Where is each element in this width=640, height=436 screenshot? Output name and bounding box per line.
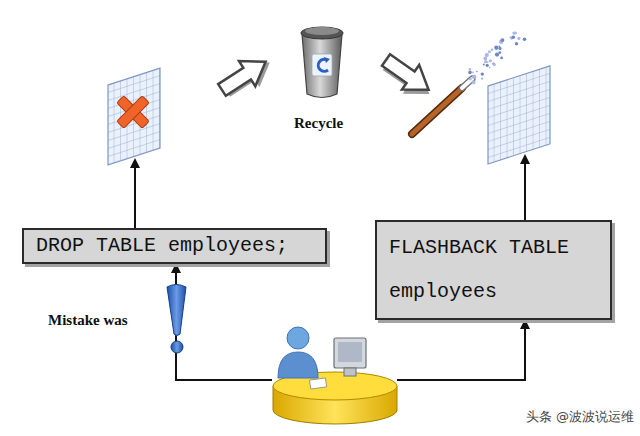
sparkle bbox=[494, 46, 498, 50]
sparkle bbox=[468, 71, 472, 75]
table-grid bbox=[108, 68, 160, 165]
monitor-stand bbox=[344, 368, 356, 376]
sparkle bbox=[487, 61, 489, 63]
paper bbox=[310, 378, 327, 389]
recycle-symbol-head bbox=[324, 57, 330, 63]
restored-table-icon bbox=[488, 66, 550, 164]
sparkle bbox=[489, 59, 492, 62]
sparkle bbox=[472, 72, 474, 74]
red-cross bbox=[108, 87, 159, 138]
flow-line bbox=[524, 156, 526, 220]
sparkle bbox=[476, 71, 478, 73]
mistake-note: Mistake was bbox=[48, 312, 128, 329]
recycle-bin bbox=[301, 27, 343, 98]
sparkle bbox=[493, 63, 496, 66]
flow-line bbox=[176, 265, 272, 380]
recycle-label bbox=[312, 54, 332, 76]
bin-rim bbox=[301, 27, 343, 39]
sparkle bbox=[489, 67, 491, 69]
sparkle bbox=[491, 48, 494, 51]
command-text: DROP TABLE employees; bbox=[36, 234, 313, 258]
user-body bbox=[278, 352, 318, 378]
command-box: DROP TABLE employees; bbox=[22, 228, 327, 264]
sparkle bbox=[514, 32, 517, 35]
exclamation-dot bbox=[171, 341, 183, 353]
dropped-table-icon bbox=[108, 68, 160, 165]
wand-stick bbox=[412, 88, 462, 134]
command-text: FLASHBACK TABLE employees bbox=[389, 226, 598, 314]
sparkle bbox=[515, 42, 518, 45]
wand-outline bbox=[412, 88, 462, 134]
sparkle bbox=[500, 57, 503, 60]
exclamation-symbol bbox=[167, 285, 186, 354]
arrow-body bbox=[214, 49, 274, 102]
sparkle bbox=[495, 53, 499, 57]
sparkle bbox=[488, 50, 491, 53]
cross-bar bbox=[117, 96, 150, 129]
command-box: FLASHBACK TABLE employees bbox=[375, 220, 612, 320]
sparkle bbox=[472, 75, 476, 79]
bin-body bbox=[302, 34, 342, 98]
block-arrow bbox=[376, 48, 440, 107]
arrow-body bbox=[377, 48, 437, 102]
block-arrow bbox=[214, 47, 278, 105]
sparkle bbox=[484, 60, 487, 63]
sparkle bbox=[469, 68, 471, 70]
monitor bbox=[334, 338, 366, 368]
user-at-desk bbox=[273, 327, 397, 424]
table-grid bbox=[488, 66, 550, 164]
bin-lid bbox=[305, 27, 339, 35]
sparkle bbox=[512, 35, 516, 39]
user-head bbox=[287, 327, 309, 349]
sparkle bbox=[486, 64, 489, 67]
sparkle bbox=[498, 47, 501, 50]
sparkle bbox=[517, 37, 520, 40]
flow-line bbox=[397, 321, 525, 380]
sparkle bbox=[483, 57, 487, 61]
bin-caption: Recycle bbox=[294, 115, 343, 132]
magic-wand bbox=[412, 79, 472, 134]
sparkle bbox=[481, 72, 484, 75]
sparkle bbox=[523, 37, 527, 41]
sparkle bbox=[483, 64, 485, 66]
watermark: 头条 @波波说运维 bbox=[526, 408, 634, 426]
monitor-screen bbox=[338, 342, 362, 362]
sparkle bbox=[472, 80, 476, 84]
sparkle bbox=[481, 77, 483, 79]
flow-line bbox=[134, 160, 136, 228]
exclamation-bar bbox=[167, 285, 186, 336]
sparkle bbox=[469, 78, 472, 81]
cross-bar bbox=[117, 96, 150, 129]
sparkle bbox=[501, 38, 505, 42]
